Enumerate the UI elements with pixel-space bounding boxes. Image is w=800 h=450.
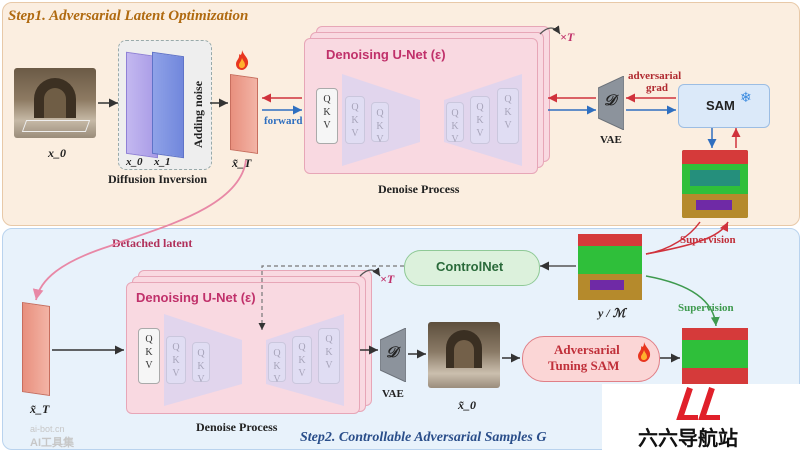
unet-title-step1: Denoising U-Net (ε) (326, 47, 446, 62)
xT-label-step1: x̃_T (232, 156, 252, 170)
supervision-label-green: Supervision (678, 302, 734, 314)
plate-x1-label: x_1 (154, 156, 171, 168)
svg-text:forward: forward (264, 115, 303, 127)
vae-label-step1: VAE (600, 134, 622, 146)
flame-icon (234, 50, 250, 70)
adversarial-grad-label-2: grad (646, 82, 668, 94)
denoise-process-label-step2: Denoise Process (196, 420, 278, 434)
x0-tilde-label: x̃_0 (458, 398, 476, 412)
vae-label-step2: VAE (382, 388, 404, 400)
snowflake-icon: ❄ (740, 91, 752, 106)
denoise-process-label-step1: Denoise Process (378, 182, 460, 196)
times-T-step2: ×T (380, 272, 395, 286)
watermark-site: ai-bot.cn (30, 424, 65, 434)
segmentation-map-step1 (682, 150, 748, 218)
vae-symbol-step2: 𝒟 (386, 345, 398, 361)
xT-label-step2: x̃_T (30, 402, 50, 416)
segmentation-map-step2 (682, 328, 748, 388)
x0-label: x_0 (48, 146, 66, 160)
output-image-x0 (428, 322, 500, 388)
step2-title: Step2. Controllable Adversarial Samples … (300, 430, 547, 445)
controlnet-label: ControlNet (436, 259, 504, 274)
tuning-label-1: Adversarial (554, 342, 620, 357)
adversarial-tuning-sam-box (522, 336, 660, 382)
controlnet-box (404, 250, 540, 286)
unet-title-step2: Denoising U-Net (ε) (136, 290, 256, 305)
input-image-x0 (14, 68, 96, 138)
sam-box (678, 84, 770, 128)
vae-decoder-step2 (380, 328, 406, 382)
detached-latent-label: Detached latent (112, 236, 193, 250)
vae-symbol-step1: 𝒟 (604, 93, 616, 109)
watermark-name: AI工具集 (30, 437, 74, 449)
tuning-label-2: Tuning SAM (548, 358, 620, 373)
mask-image (578, 234, 642, 300)
diffusion-inversion-label: Diffusion Inversion (108, 172, 208, 186)
brand-overlay: 六六导航站 (602, 384, 800, 450)
plate-x0-label: x_0 (126, 156, 143, 168)
step1-title: Step1. Adversarial Latent Optimization (8, 8, 249, 24)
adversarial-grad-label-1: adversarial (628, 70, 682, 82)
brand-logo-icon (676, 387, 720, 420)
brand-name: 六六导航站 (638, 426, 738, 450)
flame-icon (636, 342, 652, 362)
sam-label: SAM (706, 98, 735, 113)
mask-label: y / ℳ (598, 306, 626, 320)
times-T-step1: ×T (560, 30, 575, 44)
vae-decoder-step1 (598, 76, 624, 130)
